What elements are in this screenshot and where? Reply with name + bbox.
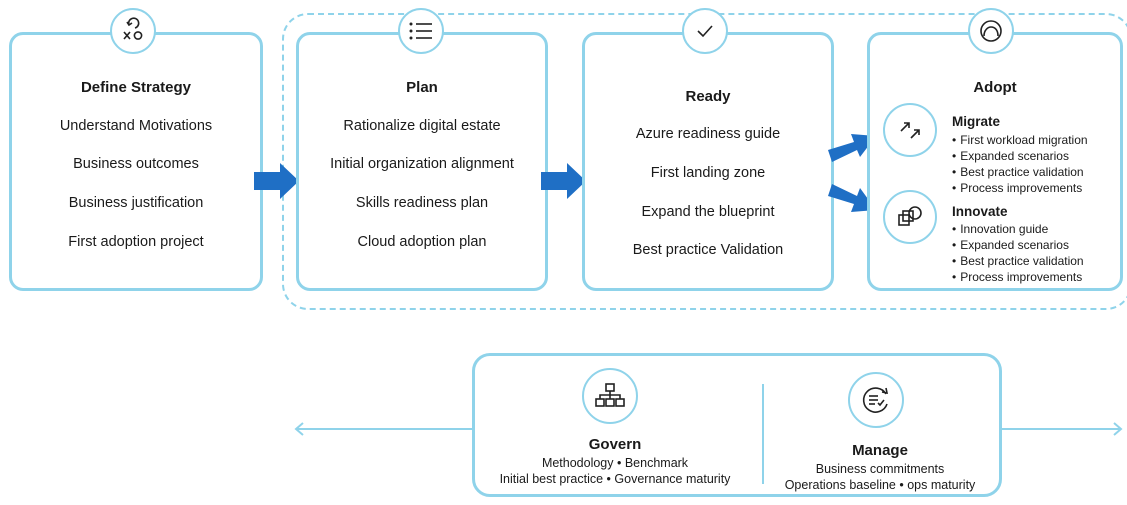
right-arrow-line (1000, 422, 1123, 436)
govern-manage-card: Govern Methodology • Benchmark Initial b… (472, 353, 1002, 497)
list-item: Process improvements (952, 180, 1088, 196)
ready-card: Ready Azure readiness guide First landin… (582, 32, 834, 291)
define-strategy-item: Business justification (68, 195, 204, 211)
govern-title: Govern (588, 436, 642, 453)
plan-card: Plan Rationalize digital estate Initial … (296, 32, 548, 291)
plan-item: Rationalize digital estate (343, 118, 501, 134)
manage-line: Business commitments (815, 462, 945, 476)
migrate-arrows-icon (883, 103, 937, 157)
ready-item: First landing zone (650, 165, 766, 181)
innovate-list: Innovation guide Expanded scenarios Best… (952, 221, 1084, 285)
checkmark-icon (682, 8, 728, 54)
list-item: Expanded scenarios (952, 148, 1088, 164)
strategy-xo-icon (110, 8, 156, 54)
manage-cycle-icon (848, 372, 904, 428)
govern-line: Initial best practice • Governance matur… (499, 472, 731, 486)
left-arrow-line (294, 422, 476, 436)
manage-title: Manage (852, 442, 908, 459)
list-icon (398, 8, 444, 54)
innovate-shapes-icon (883, 190, 937, 244)
manage-line: Operations baseline • ops maturity (784, 478, 976, 492)
plan-item: Initial organization alignment (330, 156, 514, 172)
ready-item: Azure readiness guide (635, 126, 781, 142)
define-strategy-title: Define Strategy (80, 79, 192, 96)
ready-title: Ready (685, 88, 731, 105)
list-item: Expanded scenarios (952, 237, 1084, 253)
migrate-title: Migrate (952, 114, 1001, 129)
define-strategy-item: Business outcomes (73, 156, 199, 172)
list-item: Innovation guide (952, 221, 1084, 237)
flow-arrow (828, 134, 876, 162)
hierarchy-icon (582, 368, 638, 424)
define-strategy-item: Understand Motivations (59, 118, 213, 134)
list-item: Process improvements (952, 269, 1084, 285)
migrate-list: First workload migration Expanded scenar… (952, 132, 1088, 196)
define-strategy-card: Define Strategy Understand Motivations B… (9, 32, 263, 291)
plan-title: Plan (406, 79, 438, 96)
adopt-card: Adopt Migrate First workload migration E… (867, 32, 1123, 291)
innovate-title: Innovate (952, 204, 1008, 219)
divider (762, 384, 764, 484)
list-item: First workload migration (952, 132, 1087, 148)
plan-item: Cloud adoption plan (357, 234, 487, 250)
list-item: Best practice validation (952, 253, 1083, 269)
ready-item: Expand the blueprint (641, 204, 775, 220)
flow-arrow (828, 184, 876, 212)
cloud-circle-icon (968, 8, 1014, 54)
plan-item: Skills readiness plan (355, 195, 489, 211)
list-item: Best practice validation (952, 164, 1088, 180)
govern-line: Methodology • Benchmark (541, 456, 689, 470)
flow-arrow (254, 163, 299, 199)
flow-arrow (541, 163, 586, 199)
define-strategy-item: First adoption project (68, 234, 204, 250)
adopt-title: Adopt (973, 79, 1017, 96)
ready-item: Best practice Validation (632, 242, 784, 258)
